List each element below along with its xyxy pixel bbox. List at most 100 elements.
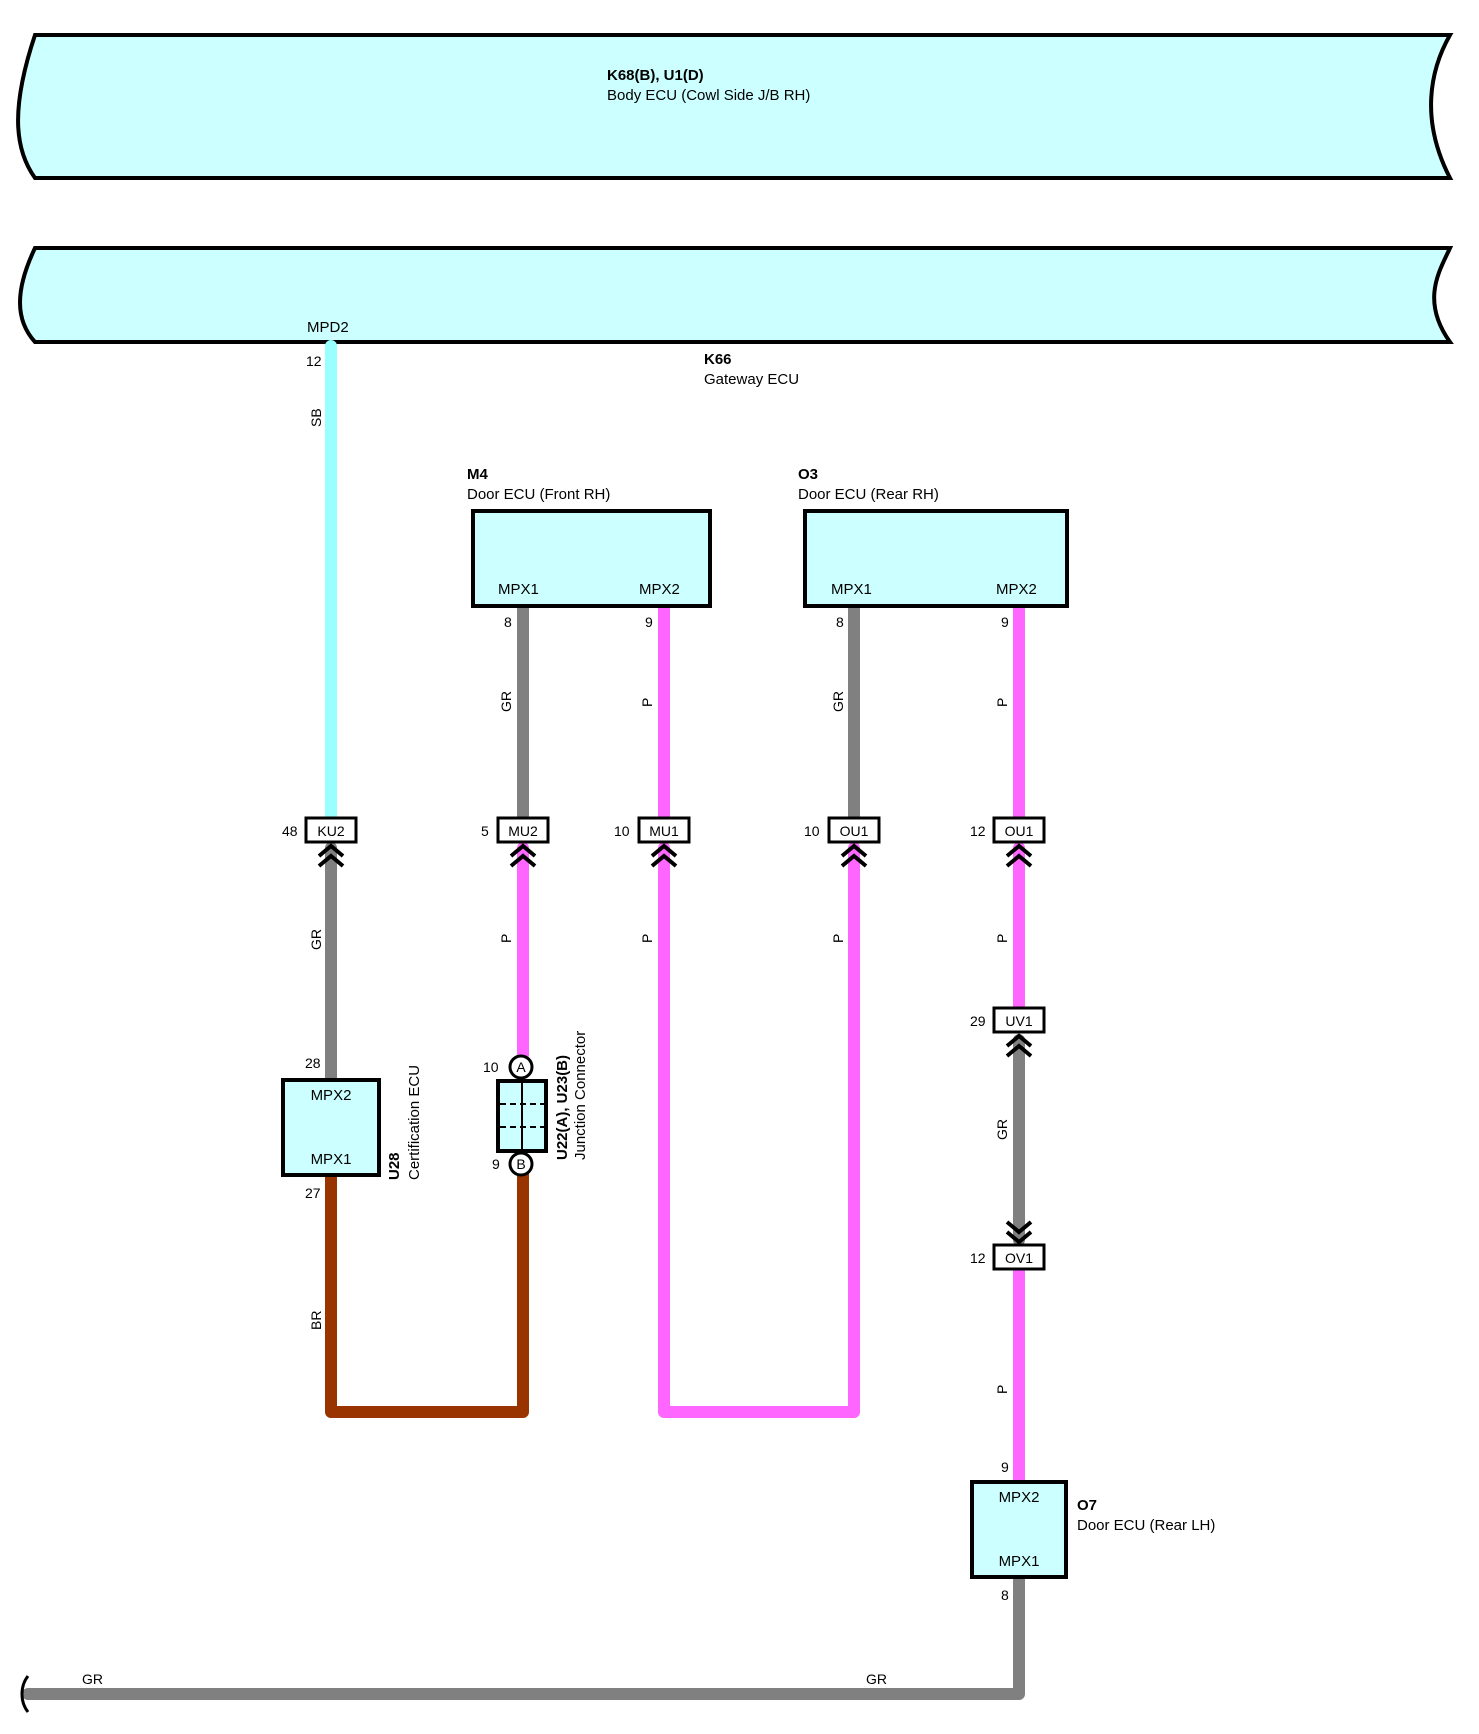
o7-code: O7 — [1077, 1497, 1097, 1514]
junction-name: Junction Connector — [572, 1031, 589, 1160]
junction-pin-10: 10 — [483, 1059, 499, 1075]
connector-uv1: 29 UV1 — [970, 1006, 1046, 1058]
u28-terminal-mpx1: MPX1 — [311, 1151, 352, 1168]
junction-term-a-icon — [508, 1054, 534, 1080]
mu1-id: MU1 — [649, 823, 679, 839]
door-ecu-rear-rh: O3 Door ECU (Rear RH) MPX1 MPX2 8 9 — [798, 466, 1069, 630]
wire-label-gr-o3: GR — [830, 691, 846, 712]
door-ecu-front-rh: M4 Door ECU (Front RH) MPX1 MPX2 8 9 — [467, 466, 712, 630]
o3-terminal-mpx1: MPX1 — [831, 581, 872, 598]
gateway-terminal-mpd2: MPD2 — [307, 319, 349, 336]
wire-label-p-ov1: P — [994, 1385, 1010, 1394]
mu1-pin: 10 — [614, 823, 630, 839]
junction-b-label: B — [516, 1156, 525, 1172]
o7-terminal-mpx2: MPX2 — [999, 1489, 1040, 1506]
wire-label-br: BR — [308, 1311, 324, 1330]
u28-name: Certification ECU — [406, 1065, 423, 1180]
connector-mu1: 10 MU1 — [614, 816, 691, 868]
o3-code: O3 — [798, 466, 818, 483]
body-ecu-code: K68(B), U1(D) — [607, 67, 704, 84]
junction-term-b-icon — [508, 1151, 534, 1177]
ku2-chevron-icon — [317, 843, 345, 868]
junction-connector: 10 A B 9 U22(A), U23(B) Junction Connect… — [483, 1031, 589, 1177]
o3-pin-9: 9 — [1001, 614, 1009, 630]
connector-ov1: 12 OV1 — [970, 1220, 1046, 1271]
m4-pin-9: 9 — [645, 614, 653, 630]
mu2-pin: 5 — [481, 823, 489, 839]
inline-connectors: 48 KU2 5 MU2 10 MU1 10 OU1 12 — [282, 816, 1046, 1271]
wire-br-loop — [325, 1166, 529, 1418]
ou1b-pin: 12 — [970, 823, 986, 839]
connector-ou1-b: 12 OU1 — [970, 816, 1046, 868]
mu2-id: MU2 — [508, 823, 538, 839]
wire-label-gr-uv1: GR — [994, 1119, 1010, 1140]
m4-name: Door ECU (Front RH) — [467, 486, 610, 503]
m4-box — [471, 509, 712, 608]
junction-a-label: A — [516, 1059, 526, 1075]
u28-box — [281, 1078, 381, 1177]
wire-label-p-o3: P — [994, 698, 1010, 707]
wire-label-gr-cert: GR — [308, 929, 324, 950]
wire-label-p-mu1: P — [639, 934, 655, 943]
u28-pin-28: 28 — [305, 1055, 321, 1071]
o3-name: Door ECU (Rear RH) — [798, 486, 939, 503]
o7-name: Door ECU (Rear LH) — [1077, 1517, 1215, 1534]
wire-label-p-mu2: P — [498, 934, 514, 943]
o7-pin-8: 8 — [1001, 1587, 1009, 1603]
wire-label-gr-bottom-right: GR — [866, 1671, 887, 1687]
m4-terminal-mpx1: MPX1 — [498, 581, 539, 598]
wire-label-gr-m4: GR — [498, 691, 514, 712]
connector-ku2: 48 KU2 — [282, 816, 358, 868]
wires — [22, 340, 1025, 1700]
wire-label-gr-bottom-left: GR — [82, 1671, 103, 1687]
ov1-chevron-icon — [1005, 1220, 1033, 1245]
mu1-chevron-icon — [650, 843, 678, 868]
uv1-id: UV1 — [1005, 1013, 1032, 1029]
wire-label-p-ou1b: P — [994, 934, 1010, 943]
uv1-pin: 29 — [970, 1013, 986, 1029]
gateway-ecu-name: Gateway ECU — [704, 371, 799, 388]
m4-pin-8: 8 — [504, 614, 512, 630]
ov1-id: OV1 — [1005, 1250, 1033, 1266]
gateway-ecu-outline — [18, 246, 1454, 344]
o3-box — [803, 509, 1069, 608]
uv1-chevron-icon — [1005, 1033, 1033, 1058]
ou1a-pin: 10 — [804, 823, 820, 839]
connector-ou1-a: 10 OU1 — [804, 816, 881, 868]
ov1-pin: 12 — [970, 1250, 986, 1266]
door-ecu-rear-lh: 9 MPX2 MPX1 8 O7 Door ECU (Rear LH) — [970, 1459, 1215, 1603]
gateway-ecu-block: MPD2 K66 Gateway ECU 12 — [18, 246, 1454, 388]
m4-terminal-mpx2: MPX2 — [639, 581, 680, 598]
gateway-ecu-code: K66 — [704, 351, 732, 368]
u28-terminal-mpx2: MPX2 — [311, 1087, 352, 1104]
wire-gr-bottom — [22, 1572, 1025, 1700]
certification-ecu: 28 MPX2 MPX1 27 U28 Certification ECU — [281, 1055, 423, 1201]
mu2-chevron-icon — [509, 843, 537, 868]
junction-pin-9: 9 — [492, 1156, 500, 1172]
o3-terminal-mpx2: MPX2 — [996, 581, 1037, 598]
wire-p-loop — [658, 842, 860, 1418]
m4-code: M4 — [467, 466, 488, 483]
u28-pin-27: 27 — [305, 1185, 321, 1201]
junction-code: U22(A), U23(B) — [554, 1055, 571, 1160]
wire-label-sb: SB — [308, 408, 324, 427]
wire-break-mark — [20, 1675, 30, 1713]
o7-pin-9: 9 — [1001, 1459, 1009, 1475]
ou1a-chevron-icon — [840, 843, 868, 868]
wire-label-p-m4: P — [639, 698, 655, 707]
wire-label-p-ou1a: P — [830, 934, 846, 943]
o7-box — [970, 1480, 1068, 1579]
ou1b-chevron-icon — [1005, 843, 1033, 868]
wire-labels: SB GR BR GR P P P GR P P P GR P GR GR — [82, 408, 1010, 1687]
body-ecu-block: K68(B), U1(D) Body ECU (Cowl Side J/B RH… — [16, 33, 1454, 180]
gateway-pin-12: 12 — [306, 353, 322, 369]
body-ecu-outline — [16, 33, 1454, 180]
u28-code: U28 — [386, 1152, 403, 1180]
connector-mu2: 5 MU2 — [481, 816, 550, 868]
ou1a-id: OU1 — [840, 823, 869, 839]
ou1b-id: OU1 — [1005, 823, 1034, 839]
ku2-id: KU2 — [317, 823, 344, 839]
o3-pin-8: 8 — [836, 614, 844, 630]
body-ecu-name: Body ECU (Cowl Side J/B RH) — [607, 87, 810, 104]
